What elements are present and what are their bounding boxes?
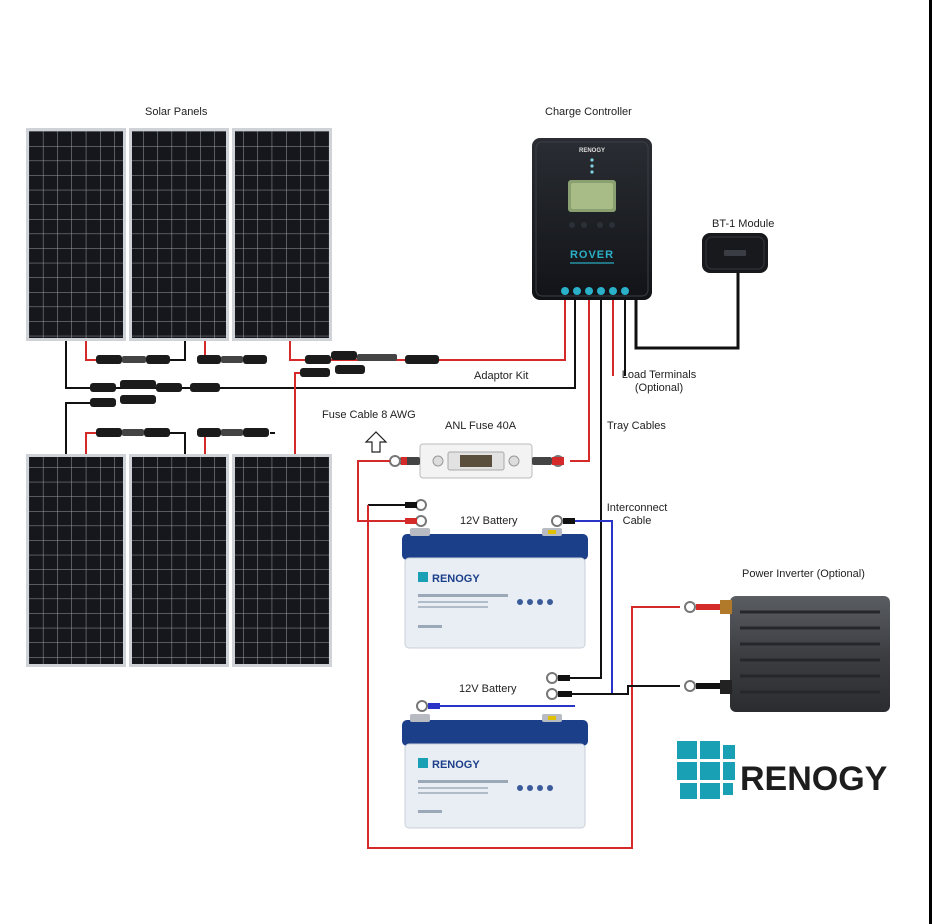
battery-bottom: RENOGY [402, 714, 588, 829]
load-terminals-label: Load Terminals (Optional) [618, 369, 700, 395]
mc4-connectors [90, 351, 439, 437]
battery-top: RENOGY [402, 528, 588, 649]
fuse-cable-label: Fuse Cable 8 AWG [322, 409, 416, 421]
solar-panels-bottom-row [26, 454, 332, 667]
solar-panels-top-row [26, 128, 332, 341]
solar-panel [129, 128, 229, 341]
frame-border [929, 0, 932, 924]
bt1-module-label: BT-1 Module [712, 218, 775, 230]
solar-panel [232, 128, 332, 341]
interconnect-line2: Cable [622, 515, 652, 527]
solar-panel [129, 454, 229, 667]
controller-cables [570, 300, 626, 679]
bt1-module [634, 233, 768, 350]
solar-panel [232, 454, 332, 667]
power-inverter-label: Power Inverter (Optional) [742, 568, 865, 580]
renogy-logo-icon: RENOGY [677, 741, 888, 799]
adaptor-kit-label: Adaptor Kit [474, 370, 529, 382]
solar-panel [26, 454, 126, 667]
controller-model: ROVER [570, 249, 614, 261]
renogy-logo-text: RENOGY [740, 760, 888, 798]
solar-panels-label: Solar Panels [145, 106, 208, 118]
battery-bottom-label: 12V Battery [459, 683, 517, 695]
anl-fuse [389, 443, 564, 479]
charge-controller: RENOGY ROVER [532, 138, 652, 300]
controller-brand: RENOGY [579, 148, 605, 154]
interconnect-line1: Interconnect [606, 502, 668, 514]
load-terminals-line2: (Optional) [634, 382, 684, 394]
arrow-up-icon [364, 431, 388, 453]
controller-terminals [561, 287, 629, 295]
tray-cables-label: Tray Cables [607, 420, 666, 432]
battery-brand: RENOGY [432, 759, 480, 771]
solar-panel [26, 128, 126, 341]
fuse-cable [357, 460, 405, 522]
battery-lugs [367, 499, 680, 849]
battery-brand: RENOGY [432, 573, 480, 585]
anl-fuse-label: ANL Fuse 40A [445, 420, 517, 432]
power-inverter [684, 596, 890, 712]
load-terminals-line1: Load Terminals [621, 369, 697, 381]
battery-top-label: 12V Battery [460, 515, 518, 527]
charge-controller-label: Charge Controller [545, 106, 632, 118]
interconnect-cable-label: Interconnect Cable [605, 502, 669, 528]
